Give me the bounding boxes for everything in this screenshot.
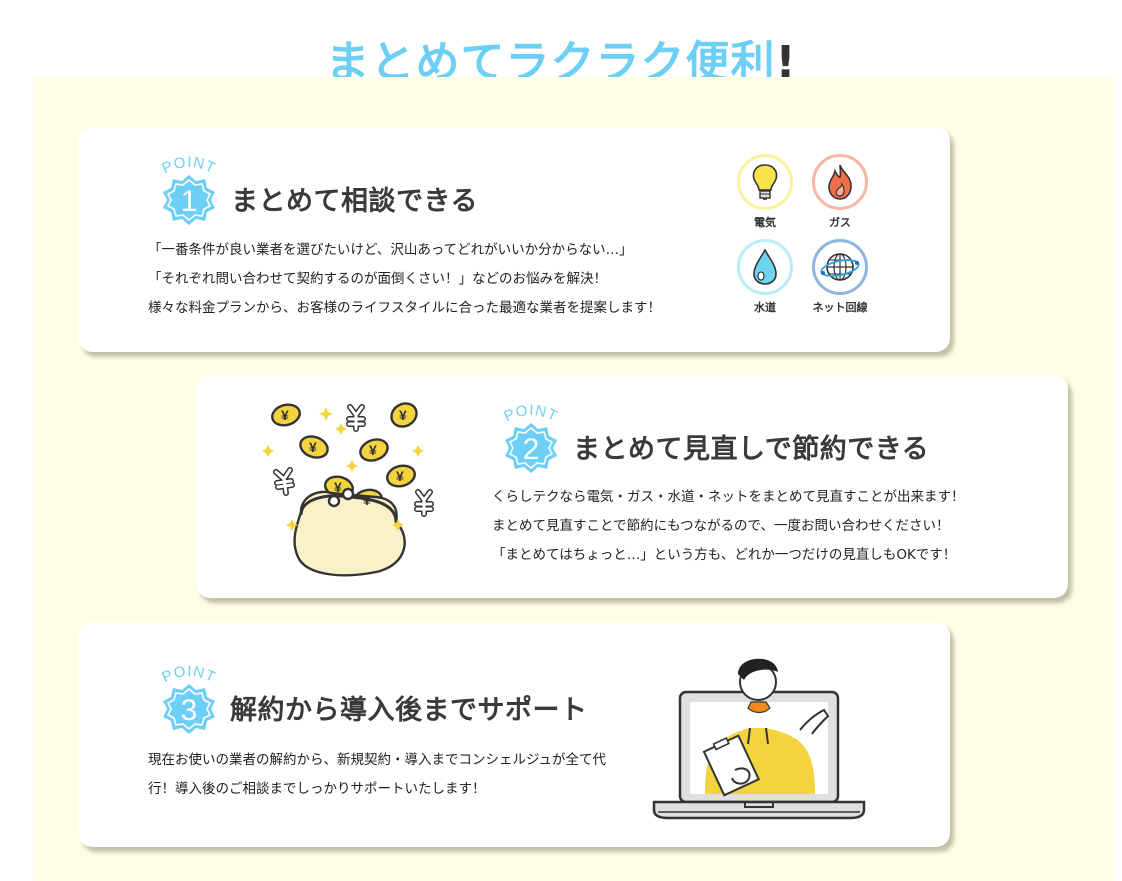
point-2-line: 「まとめてはちょっと…」という方も、どれか一つだけの見直しもOKです！ xyxy=(492,547,957,563)
service-water: 水道 xyxy=(733,239,797,315)
point-badge-3: POINT 3 xyxy=(154,664,224,748)
point-badge-1: POINT 1 xyxy=(154,155,224,239)
point-2-line: くらしテクなら電気・ガス・水道・ネットをまとめて見直すことが出来ます！ xyxy=(492,489,965,505)
point-1-line: 「一番条件が良い業者を選びたいけど、沢山あってどれがいいか分からない…」 xyxy=(148,242,633,258)
lightbulb-icon xyxy=(737,154,793,210)
svg-text:¥: ¥ xyxy=(399,407,407,423)
svg-text:¥: ¥ xyxy=(309,439,317,455)
point-1-line: 様々な料金プランから、お客様のライフスタイルに合った最適な業者を提案します！ xyxy=(148,300,661,316)
water-drop-icon xyxy=(737,239,793,295)
svg-text:POINT: POINT xyxy=(501,403,560,425)
point-1-description: 「一番条件が良い業者を選びたいけど、沢山あってどれがいいか分からない…」 「それ… xyxy=(148,236,661,323)
point-1-badge-icon: POINT 1 xyxy=(159,155,218,225)
svg-text:¥: ¥ xyxy=(281,407,289,423)
point-badge-2: POINT 2 xyxy=(496,403,566,487)
service-gas: ガス xyxy=(808,154,872,230)
page-title-exclamation: ! xyxy=(775,37,797,89)
point-1-line: 「それぞれ問い合わせて契約するのが面倒くさい！」などのお悩みを解決！ xyxy=(148,271,607,287)
svg-text:3: 3 xyxy=(181,694,198,727)
svg-text:POINT: POINT xyxy=(159,155,218,177)
svg-text:¥: ¥ xyxy=(396,468,404,484)
point-2-description: くらしテクなら電気・ガス・水道・ネットをまとめて見直すことが出来ます！ まとめて… xyxy=(492,483,965,570)
service-label: 電気 xyxy=(754,216,776,229)
point-3-description: 現在お使いの業者の解約から、新規契約・導入までコンシェルジュが全て代 行！導入後… xyxy=(148,746,606,804)
service-icons-grid: 電気 ガス 水道 ネット回線 xyxy=(733,152,878,322)
service-label: 水道 xyxy=(754,301,776,314)
flame-icon xyxy=(812,154,868,210)
svg-text:¥: ¥ xyxy=(363,492,371,508)
point-card-1: POINT 1 まとめて相談できる 「一番条件が良い業者を選びたいけど、沢山あっ… xyxy=(78,127,950,352)
svg-text:1: 1 xyxy=(181,185,198,218)
point-3-line: 行！導入後のご相談までしっかりサポートいたします！ xyxy=(148,781,486,797)
service-electricity: 電気 xyxy=(733,154,797,230)
service-internet: ネット回線 xyxy=(808,239,872,315)
point-card-3: POINT 3 解約から導入後までサポート 現在お使いの業者の解約から、新規契約… xyxy=(78,622,950,847)
svg-text:2: 2 xyxy=(523,433,540,466)
coin-purse-illustration: ¥ ¥ ¥ ¥ ¥ ¥ ¥ xyxy=(256,397,456,582)
point-2-line: まとめて見直すことで節約にもつながるので、一度お問い合わせください！ xyxy=(492,518,950,534)
point-2-badge-icon: POINT 2 xyxy=(501,403,560,473)
service-label: ガス xyxy=(829,216,851,229)
globe-network-icon xyxy=(812,239,868,295)
service-label: ネット回線 xyxy=(812,301,868,314)
svg-text:¥: ¥ xyxy=(334,479,342,495)
point-1-heading: まとめて相談できる xyxy=(231,186,478,217)
svg-text:POINT: POINT xyxy=(159,664,218,686)
concierge-laptop-illustration xyxy=(650,650,870,825)
point-3-badge-icon: POINT 3 xyxy=(159,664,218,734)
point-3-heading: 解約から導入後までサポート xyxy=(230,695,588,726)
point-card-2: ¥ ¥ ¥ ¥ ¥ ¥ ¥ POINT 2 まとめて見直しで節約できる くらしテクなら電気・… xyxy=(196,375,1068,598)
point-2-heading: まとめて見直しで節約できる xyxy=(573,434,930,465)
svg-text:¥: ¥ xyxy=(369,442,377,458)
point-3-line: 現在お使いの業者の解約から、新規契約・導入までコンシェルジュが全て代 xyxy=(148,752,607,768)
